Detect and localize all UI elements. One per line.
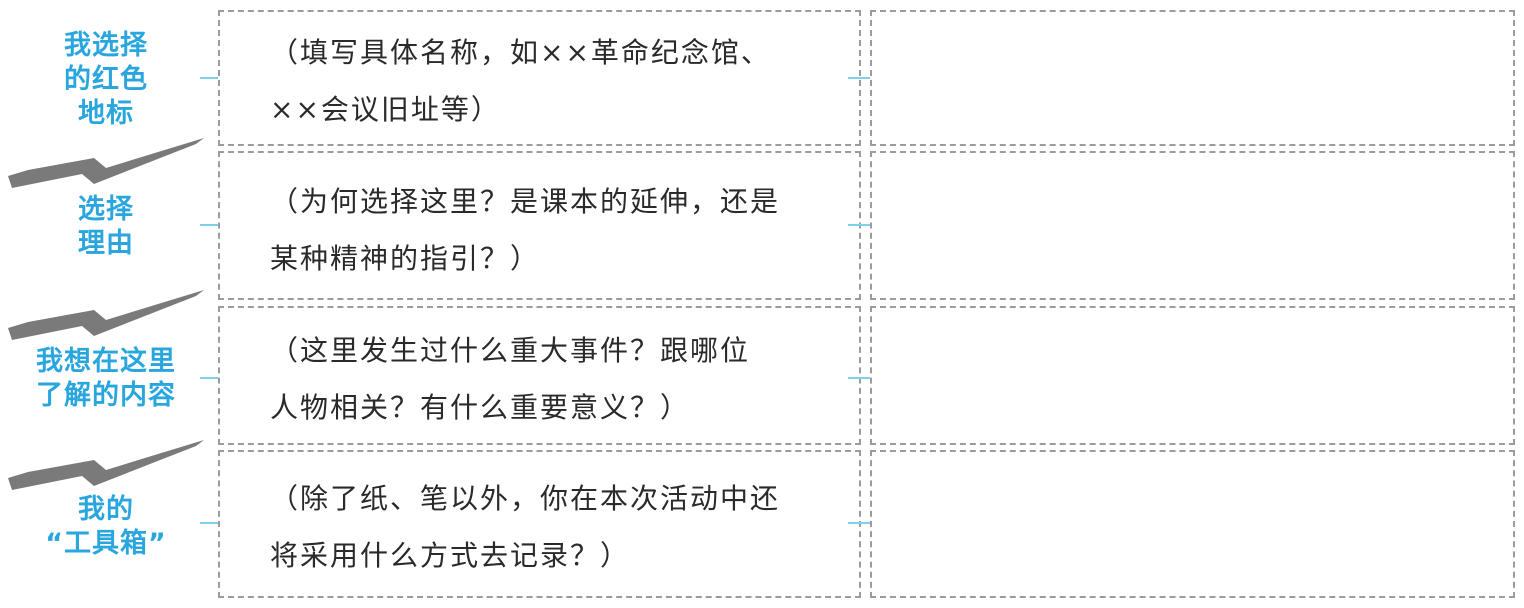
prompt-line: （填写具体名称，如××革命纪念馆、 xyxy=(270,36,771,69)
lightning-divider-icon xyxy=(8,290,204,340)
label-line: 我的 xyxy=(78,494,134,525)
prompt-line: ××会议旧址等） xyxy=(270,93,501,126)
answer-cell-reason[interactable] xyxy=(870,151,1515,300)
label-line: “工具箱” xyxy=(45,528,167,559)
label-line: 我选择 xyxy=(64,30,148,61)
connector-tick xyxy=(848,377,878,379)
prompt-line: （除了纸、笔以外，你在本次活动中还 xyxy=(270,482,781,515)
row-label-landmark: 我选择 的红色 地标 xyxy=(0,28,212,132)
row-label-toolbox: 我的 “工具箱” xyxy=(0,488,212,566)
row-label-content: 我想在这里 了解的内容 xyxy=(0,342,212,416)
connector-tick xyxy=(200,77,230,79)
prompt-line: 某种精神的指引？） xyxy=(270,242,541,275)
prompt-line: （为何选择这里？是课本的延伸，还是 xyxy=(270,185,781,218)
label-line: 地标 xyxy=(78,98,134,129)
label-line: 了解的内容 xyxy=(36,380,176,411)
lightning-divider-icon xyxy=(8,440,204,490)
label-line: 的红色 xyxy=(64,64,148,95)
answer-cell-content[interactable] xyxy=(870,306,1515,445)
answer-cell-landmark[interactable] xyxy=(870,10,1515,146)
connector-tick xyxy=(848,522,878,524)
connector-tick xyxy=(848,224,878,226)
prompt-cell-landmark: （填写具体名称，如××革命纪念馆、 ××会议旧址等） xyxy=(218,10,861,146)
prompt-cell-reason: （为何选择这里？是课本的延伸，还是 某种精神的指引？） xyxy=(218,151,861,300)
lightning-divider-icon xyxy=(8,138,204,188)
answer-cell-toolbox[interactable] xyxy=(870,450,1515,598)
row-label-reason: 选择 理由 xyxy=(0,190,212,264)
prompt-cell-toolbox: （除了纸、笔以外，你在本次活动中还 将采用什么方式去记录？） xyxy=(218,450,861,598)
prompt-cell-content: （这里发生过什么重大事件？跟哪位 人物相关？有什么重要意义？） xyxy=(218,306,861,445)
connector-tick xyxy=(200,522,230,524)
prompt-line: （这里发生过什么重大事件？跟哪位 xyxy=(270,334,751,367)
label-line: 选择 xyxy=(78,194,134,225)
prompt-line: 人物相关？有什么重要意义？） xyxy=(270,391,691,424)
connector-tick xyxy=(200,224,230,226)
connector-tick xyxy=(200,377,230,379)
label-line: 我想在这里 xyxy=(36,346,176,377)
label-line: 理由 xyxy=(78,228,134,259)
connector-tick xyxy=(848,77,878,79)
prompt-line: 将采用什么方式去记录？） xyxy=(270,539,631,572)
